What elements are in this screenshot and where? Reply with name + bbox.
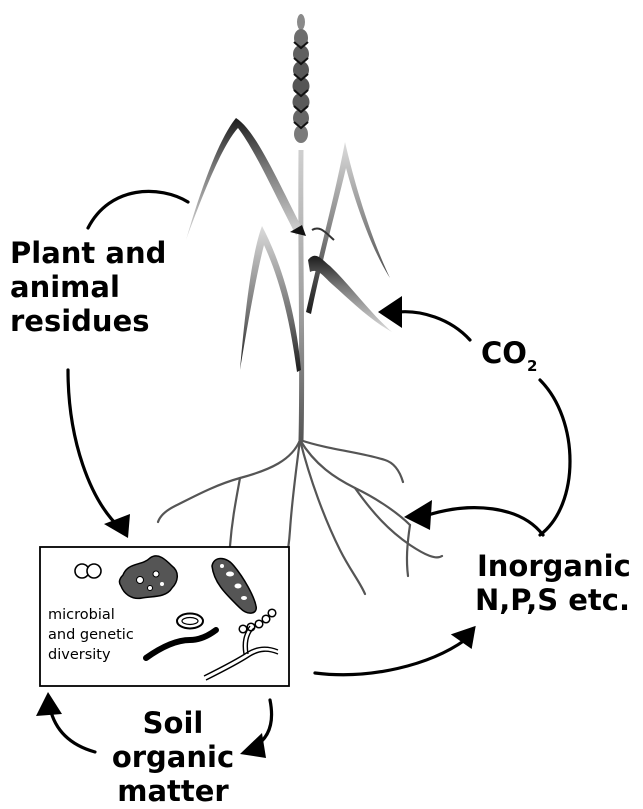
plant-residues-line-1: Plant and [10,236,166,270]
co2-subscript: 2 [527,357,537,375]
soil-organic-matter-line-2: organic [108,740,238,774]
soil-organic-matter-line-1: Soil [108,706,238,740]
arrow-soil-organic-matter-to-box [50,708,95,752]
arrow-plant-to-residues [88,191,188,228]
inorganic-label: Inorganic N,P,S etc. [475,549,631,617]
soil-organic-matter-label: Soil organic matter [108,706,238,808]
microbial-caption-line-1: microbial [48,605,134,625]
grain-head-icon [293,14,310,143]
arrow-inorganic-to-roots [428,508,543,535]
inorganic-line-2: N,P,S etc. [475,583,631,617]
arrow-residues-to-soil [68,370,120,528]
spore-pair-icon [75,564,101,578]
soil-organic-matter-line-3: matter [108,774,238,808]
inorganic-line-1: Inorganic [475,549,631,583]
arrowheads [36,296,480,758]
microbial-box-caption: microbial and genetic diversity [48,605,134,665]
plant-residues-label: Plant and animal residues [10,236,166,338]
arrow-soil-to-inorganic [315,640,465,675]
plant-residues-line-2: animal [10,270,166,304]
arrow-co2-loop [540,380,570,535]
co2-main-text: CO [481,336,527,370]
ring-cell-icon [177,614,203,629]
plant-residues-line-3: residues [10,304,166,338]
microbial-caption-line-3: diversity [48,645,134,665]
co2-label: CO2 [481,336,537,375]
microbial-caption-line-2: and genetic [48,625,134,645]
arrow-co2-to-leaf [398,312,470,340]
